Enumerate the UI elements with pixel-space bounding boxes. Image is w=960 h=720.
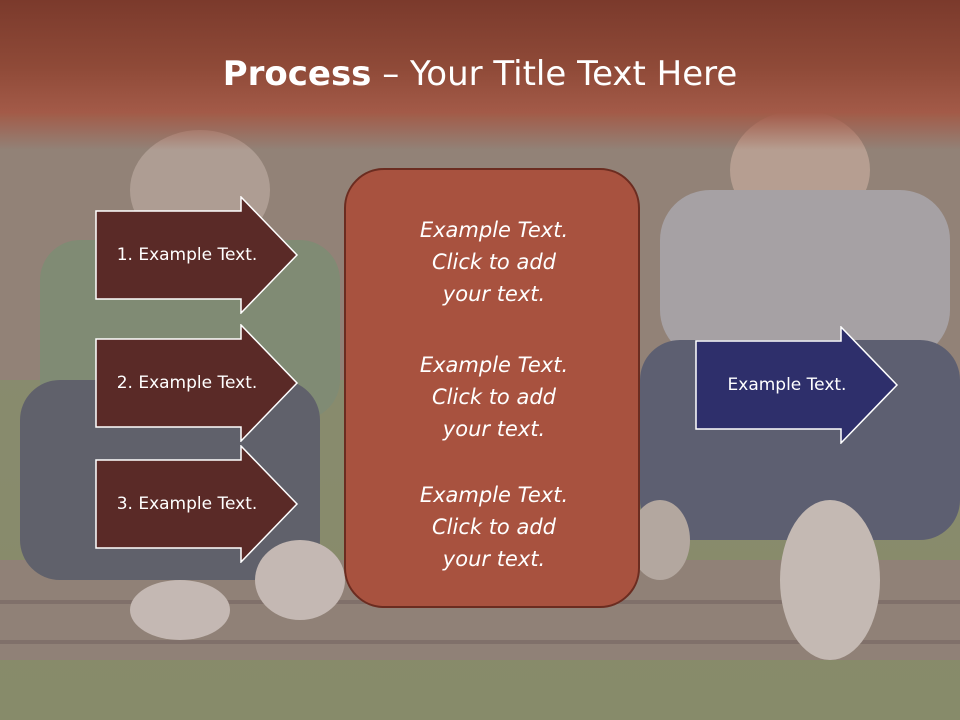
center-paragraph-1-line-2: Click to add bbox=[431, 250, 556, 274]
center-paragraph-2[interactable]: Example Text. Click to add your text. bbox=[346, 349, 642, 445]
slide-title-bold: Process bbox=[222, 54, 372, 94]
center-paragraph-2-line-3: your text. bbox=[442, 417, 546, 441]
center-paragraph-1-line-3: your text. bbox=[442, 282, 546, 306]
title-band bbox=[0, 0, 960, 150]
center-paragraph-1[interactable]: Example Text. Click to add your text. bbox=[346, 214, 642, 310]
process-step-1-label: 1. Example Text. bbox=[116, 245, 258, 265]
result-arrow[interactable]: Example Text. bbox=[695, 326, 899, 444]
slide-title[interactable]: Process – Your Title Text Here bbox=[0, 52, 960, 96]
center-paragraph-2-line-1: Example Text. bbox=[419, 353, 569, 377]
center-paragraph-3-line-3: your text. bbox=[442, 547, 546, 571]
process-step-2-arrow[interactable]: 2. Example Text. bbox=[95, 324, 299, 442]
result-arrow-label: Example Text. bbox=[727, 375, 847, 395]
process-step-3-arrow[interactable]: 3. Example Text. bbox=[95, 445, 299, 563]
center-text-box[interactable]: Example Text. Click to add your text. Ex… bbox=[344, 168, 640, 608]
process-step-2-label: 2. Example Text. bbox=[116, 373, 258, 393]
slide-title-rest: – Your Title Text Here bbox=[371, 54, 738, 94]
center-paragraph-3-line-2: Click to add bbox=[431, 515, 556, 539]
process-step-3-label: 3. Example Text. bbox=[116, 494, 258, 514]
center-paragraph-1-line-1: Example Text. bbox=[419, 218, 569, 242]
center-paragraph-3-line-1: Example Text. bbox=[419, 483, 569, 507]
center-paragraph-3[interactable]: Example Text. Click to add your text. bbox=[346, 479, 642, 575]
center-paragraph-2-line-2: Click to add bbox=[431, 385, 556, 409]
process-step-1-arrow[interactable]: 1. Example Text. bbox=[95, 196, 299, 314]
